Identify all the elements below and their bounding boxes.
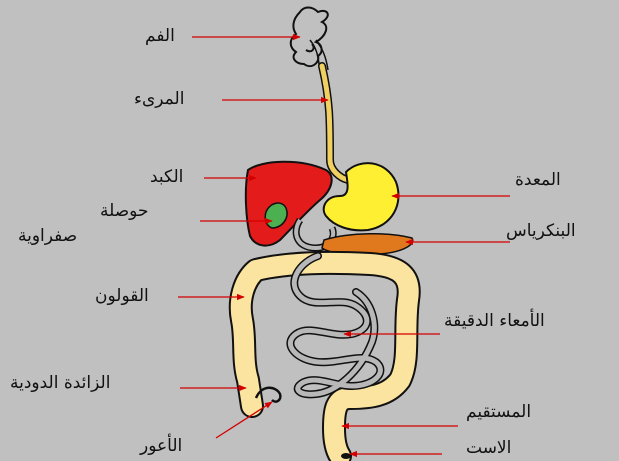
label-anus: الاست [466, 438, 511, 458]
label-small-intestine: الأمعاء الدقيقة [444, 311, 545, 331]
label-appendix: الزائدة الدودية [10, 373, 110, 393]
label-pancreas: البنكرياس [506, 221, 576, 241]
label-rectum: المستقيم [466, 402, 531, 422]
label-stomach: المعدة [515, 170, 561, 190]
liver [246, 162, 332, 246]
label-liver: الكبد [150, 167, 183, 187]
anus-marker [341, 453, 351, 459]
label-gallbladder-line1: حوصلة [100, 201, 148, 221]
small-intestine [290, 256, 380, 394]
label-esophagus: المرىء [134, 89, 184, 109]
label-gallbladder-line2: صفراوية [18, 226, 77, 246]
label-cecum: الأعور [140, 436, 182, 456]
label-mouth: الفم [145, 26, 175, 46]
label-colon: القولون [95, 286, 149, 306]
